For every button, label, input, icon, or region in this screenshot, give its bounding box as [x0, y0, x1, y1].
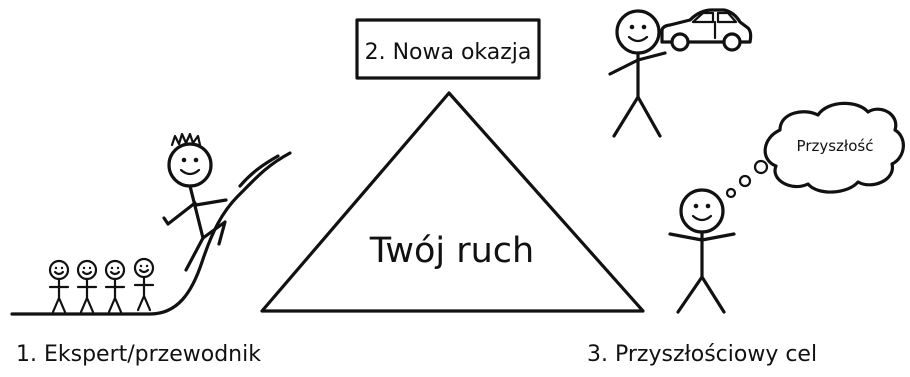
- hill-slope-inner: [238, 154, 280, 188]
- triangle: [260, 91, 645, 313]
- small-figure-icon: [48, 259, 70, 314]
- top-label: 2. Nowa okazja: [365, 40, 532, 65]
- thought-cloud: [763, 101, 905, 194]
- small-figure-icon: [76, 259, 98, 314]
- car-holder-figure-icon: [608, 9, 667, 138]
- bottom-right-label: 3. Przyszłościowy cel: [587, 342, 817, 367]
- top-box: [355, 18, 541, 80]
- thought-bubble: [725, 101, 905, 199]
- small-figure-icon: [133, 257, 155, 312]
- center-label: Twój ruch: [369, 231, 534, 271]
- small-figure-icon: [104, 259, 126, 314]
- expert-figure-icon: [162, 132, 228, 272]
- small-figures-group: [48, 257, 155, 314]
- bottom-left-label: 1. Ekspert/przewodnik: [16, 342, 261, 367]
- car-icon: [660, 8, 753, 52]
- thought-bubble-label: Przyszłość: [797, 137, 874, 155]
- future-figure-icon: [668, 188, 736, 314]
